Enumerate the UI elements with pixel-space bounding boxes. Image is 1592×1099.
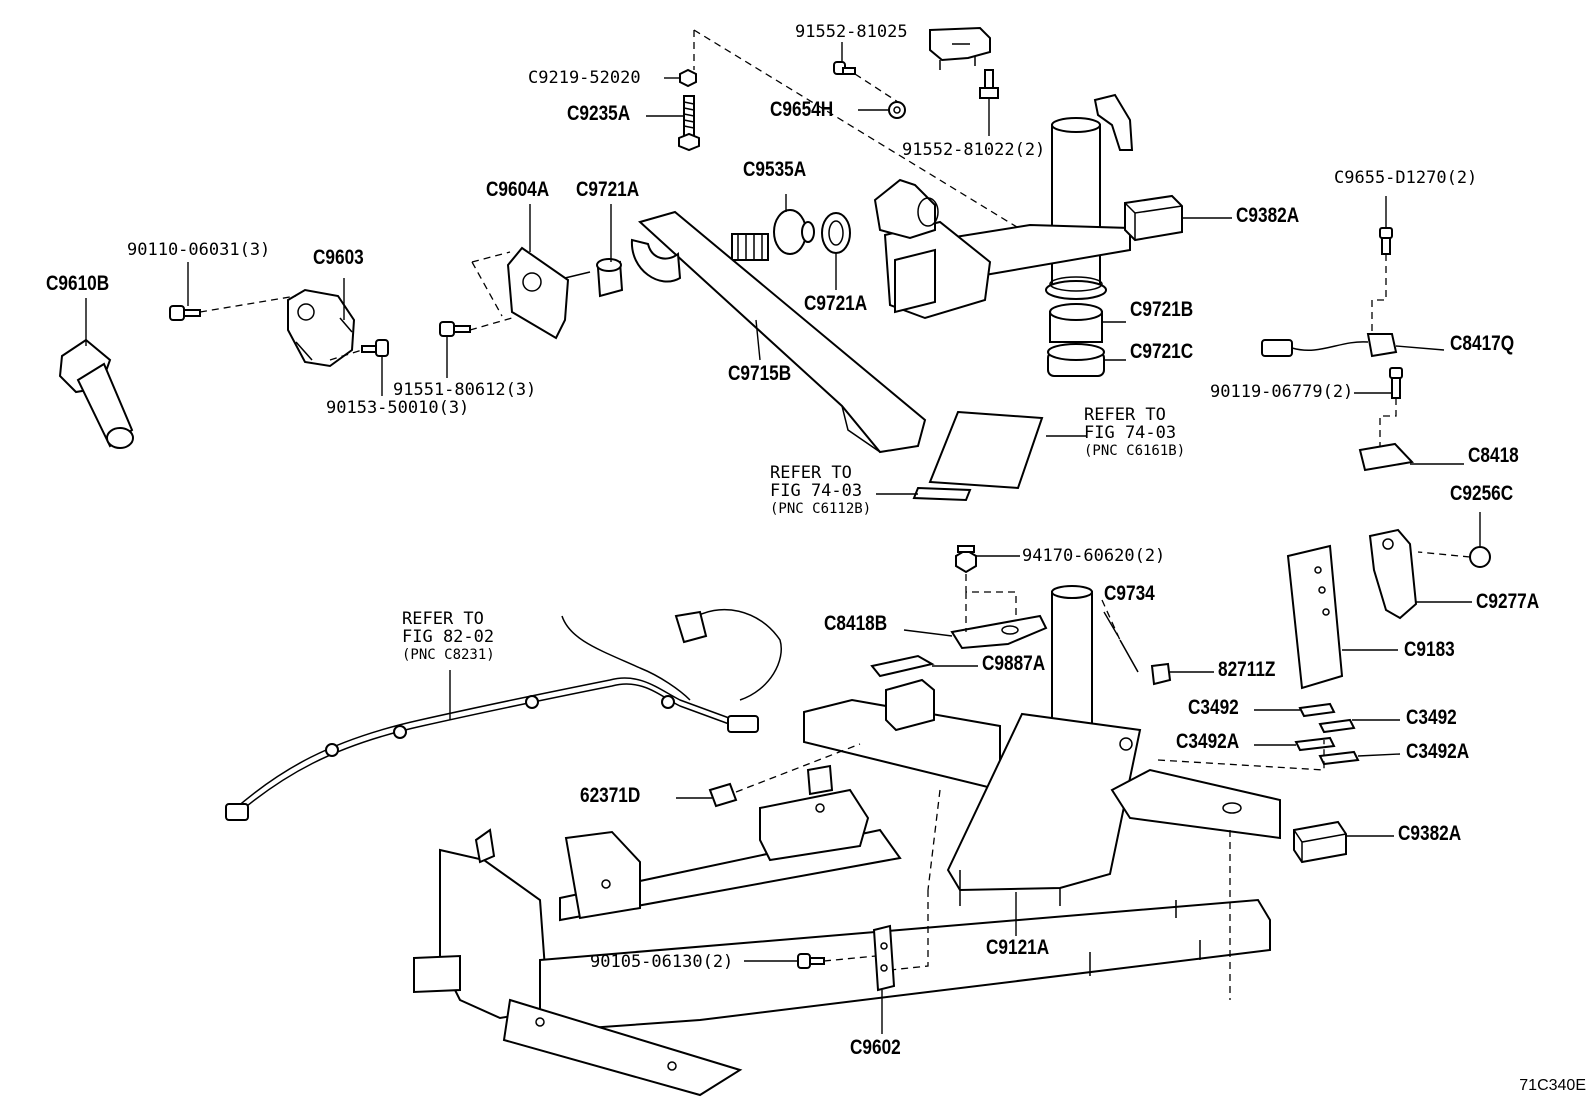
callout-c3492-right: C3492 (1406, 706, 1457, 729)
clip-62371d (708, 782, 738, 808)
block-c9382a-lower (1293, 820, 1347, 864)
callout-c9382a-lower: C9382A (1398, 822, 1462, 845)
callout-c9721a-top: C9721A (576, 178, 640, 201)
callout-62371d: 62371D (580, 784, 641, 807)
callout-c8417q: C8417Q (1450, 332, 1515, 355)
clip-82711z (1150, 662, 1172, 686)
callout-c9610b: C9610B (46, 272, 110, 295)
callout-91552-81025: 91552-81025 (795, 22, 908, 42)
bushing-c9721a-right (821, 212, 851, 254)
plate-c9183 (1286, 544, 1344, 690)
callout-c3492a-right: C3492A (1406, 740, 1470, 763)
callout-c9655-d1270: C9655-D1270(2) (1334, 168, 1478, 188)
cover-c9887a (870, 654, 935, 732)
callout-91552-81022: 91552-81022(2) (902, 140, 1046, 160)
bracket-top (929, 26, 991, 70)
refer-pnc: (PNC C8231) (402, 647, 495, 663)
callout-c3492-left: C3492 (1188, 696, 1239, 719)
callout-c9604a: C9604A (486, 178, 550, 201)
refer-line2: FIG 74-03 (770, 481, 863, 501)
callout-90105-06130: 90105-06130(2) (590, 952, 734, 972)
callout-c9277a: C9277A (1476, 590, 1540, 613)
bracket-c9277a (1368, 528, 1418, 620)
callout-c9715b: C9715B (728, 362, 792, 385)
floor-frame (413, 764, 1271, 1097)
callout-c8418: C8418 (1468, 444, 1519, 467)
pads-c3492 (1294, 702, 1360, 766)
callout-c9721a-bottom: C9721A (804, 292, 868, 315)
arm-c9715b (630, 210, 927, 454)
callout-c9734: C9734 (1104, 582, 1155, 605)
bracket-c9602 (872, 924, 896, 992)
refer-pnc: (PNC C6161B) (1084, 443, 1186, 459)
callout-c9535a: C9535A (743, 158, 807, 181)
refer-line1: REFER TO (770, 463, 852, 483)
callout-94170-60620: 94170-60620(2) (1022, 546, 1166, 566)
callout-c9654h: C9654H (770, 98, 834, 121)
refer-sheet (912, 410, 1044, 502)
refer-note-c6112b: REFER TO FIG 74-03 (PNC C6112B) (770, 464, 871, 518)
callout-90119-06779: 90119-06779(2) (1210, 382, 1354, 402)
sensor-c8417q (1261, 333, 1398, 358)
gearbox-c9603 (287, 288, 356, 368)
callout-c9235a: C9235A (567, 102, 631, 125)
figure-code: 71C340E (1519, 1077, 1586, 1094)
nut-c9219 (679, 68, 697, 88)
bracket-c8418b (950, 614, 1048, 650)
callout-c9382a-upper: C9382A (1236, 204, 1300, 227)
refer-line1: REFER TO (1084, 405, 1166, 425)
refer-note-c6161b: REFER TO FIG 74-03 (PNC C6161B) (1084, 406, 1185, 460)
block-c9382a-upper (1124, 194, 1183, 242)
refer-line2: FIG 74-03 (1084, 423, 1177, 443)
callout-c9121a: C9121A (986, 936, 1050, 959)
callout-91551-80612: 91551-80612(3) (393, 380, 537, 400)
screw-90110 (169, 305, 201, 321)
pin-c9734 (1119, 639, 1139, 673)
refer-line2: FIG 82-02 (402, 627, 495, 647)
leader-lines (85, 42, 1481, 1034)
callout-c9602: C9602 (850, 1036, 901, 1059)
nut-94170 (955, 545, 977, 574)
callout-90153-50010: 90153-50010(3) (326, 398, 470, 418)
motor-c9610b (58, 338, 134, 449)
cap-c9256c (1469, 546, 1491, 568)
refer-pnc: (PNC C6112B) (770, 501, 872, 517)
callout-c9887a: C9887A (982, 652, 1046, 675)
upper-pedestal (873, 93, 1134, 320)
callout-c8418b: C8418B (824, 612, 888, 635)
callout-82711z: 82711Z (1218, 658, 1276, 681)
callout-c9603: C9603 (313, 246, 364, 269)
screw-91551 (439, 321, 471, 337)
cap-c9721c (1047, 343, 1105, 377)
callout-c9219-52020: C9219-52020 (528, 68, 641, 88)
callout-c9183: C9183 (1404, 638, 1455, 661)
bracket-c8418 (1358, 442, 1415, 472)
wire-harness (225, 608, 782, 821)
gear-c9535a (731, 209, 815, 261)
refer-line1: REFER TO (402, 609, 484, 629)
callout-c9721c: C9721C (1130, 340, 1194, 363)
screw-90153 (361, 339, 389, 357)
bolt-91552-81022 (979, 69, 999, 99)
washer-c9654h (888, 101, 906, 119)
refer-note-c8231: REFER TO FIG 82-02 (PNC C8231) (402, 610, 495, 664)
bolt-c9235a (678, 95, 700, 152)
lower-pedestal (803, 585, 1281, 906)
bushing-c9721a-left (596, 258, 624, 298)
callout-c9256c: C9256C (1450, 482, 1514, 505)
callout-c3492a-left: C3492A (1176, 730, 1240, 753)
bushing-c9721b (1049, 303, 1103, 343)
bolt-c9655 (1379, 227, 1393, 255)
bolt-91552-81025 (833, 61, 856, 75)
plate-c9604a (506, 246, 591, 340)
callout-c9721b: C9721B (1130, 298, 1194, 321)
callout-90110-06031: 90110-06031(3) (127, 240, 271, 260)
